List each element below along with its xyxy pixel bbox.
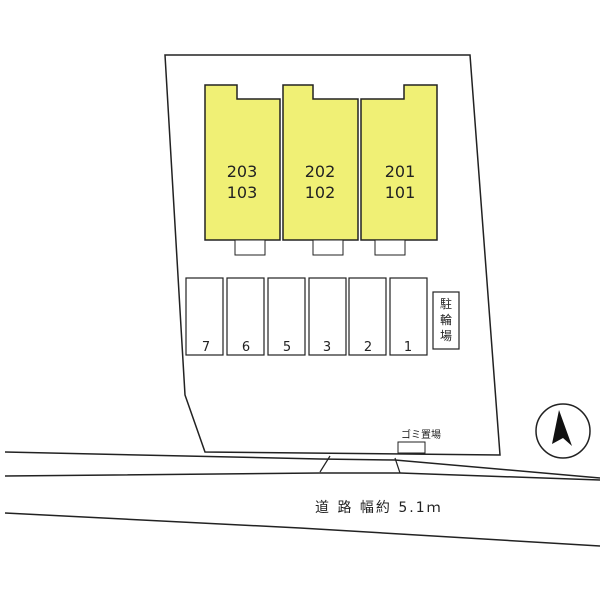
parking-space-number: 3 [323, 340, 331, 355]
parking-space-number: 6 [242, 340, 250, 355]
bike-parking-label: 輪 [440, 312, 452, 327]
garbage-label: ゴミ置場 [401, 428, 441, 441]
unit-203-103: 203 103 [204, 84, 281, 256]
parking-space-number: 2 [364, 340, 372, 355]
parking-space-number: 5 [283, 340, 291, 355]
road: 道 路 幅約 5.1ｍ [4, 451, 600, 547]
driveway-line [394, 457, 401, 474]
unit-label-lower: 103 [227, 183, 258, 202]
unit-201-101: 201 101 [360, 84, 438, 256]
road-edge-bottom [4, 512, 600, 547]
unit-entrance [374, 239, 406, 256]
driveway-line [319, 455, 331, 473]
lot-boundary [164, 54, 501, 456]
road-edge-top [4, 451, 600, 479]
parking-space: 2 [348, 277, 387, 356]
parking-space-number: 7 [202, 340, 210, 355]
north-arrow-icon [535, 403, 591, 459]
bike-parking-label: 場 [440, 329, 452, 343]
bike-parking-label: 駐 [440, 296, 452, 311]
unit-202-102: 202 102 [282, 84, 359, 256]
parking-space: 1 [389, 277, 428, 356]
unit-label-upper: 201 [385, 162, 416, 181]
parking-space-number: 1 [404, 340, 412, 355]
parking-area: 7 6 5 3 2 1 [185, 277, 428, 356]
unit-label-lower: 101 [385, 183, 416, 202]
parking-space: 7 [185, 277, 224, 356]
parking-space: 5 [267, 277, 306, 356]
building: 203 103 202 102 201 101 [204, 84, 438, 256]
unit-entrance [234, 239, 266, 256]
unit-label-upper: 203 [227, 162, 258, 181]
unit-entrance [312, 239, 344, 256]
parking-space: 6 [226, 277, 265, 356]
road-label: 道 路 幅約 5.1ｍ [315, 500, 443, 516]
garbage-area: ゴミ置場 [397, 428, 441, 454]
bike-parking: 駐 輪 場 [432, 291, 460, 350]
parking-space: 3 [308, 277, 347, 356]
road-edge-middle [4, 472, 600, 481]
unit-label-lower: 102 [305, 183, 336, 202]
unit-label-upper: 202 [305, 162, 336, 181]
